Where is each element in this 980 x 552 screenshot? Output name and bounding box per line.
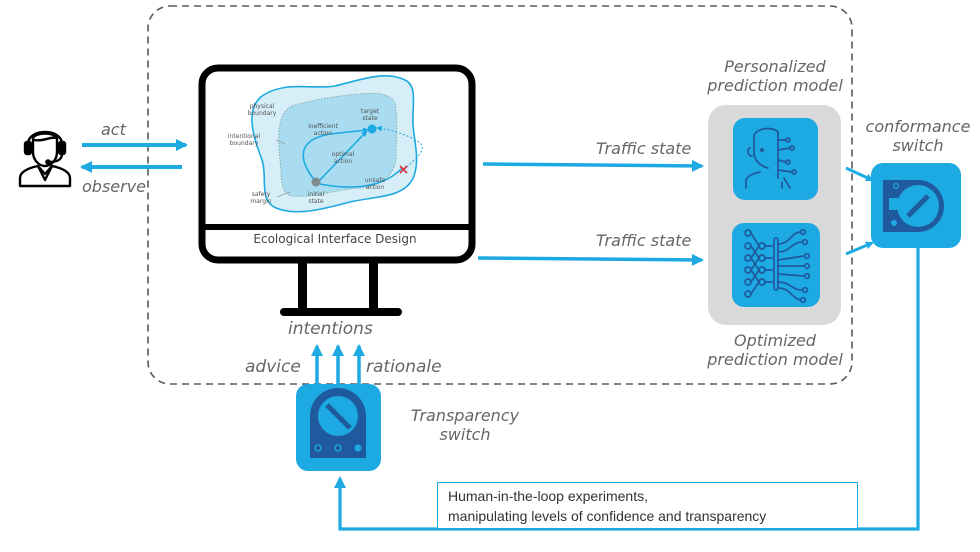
traffic-state-label-bottom: Traffic state [596,231,692,250]
intentions-label: intentions [288,319,373,339]
system-boundary [147,5,853,385]
observe-label: observe [82,177,147,196]
initial-state-marker [311,177,321,187]
experiment-note-line1: Human-in-the-loop experiments, [448,488,648,504]
rotary-switch-icon [310,388,366,458]
personalized-model-tile [733,118,818,200]
target-state-marker [367,124,377,134]
personalized-model-label: Personalized prediction model [700,57,850,95]
personalized-model-label-line2: prediction model [707,76,843,96]
conformance-switch-label: conformance switch [860,117,976,155]
act-label: act [101,120,126,139]
operator-headset-icon [18,130,72,188]
personalized-to-switch-arrow [845,166,874,182]
optimized-model-label-line2: prediction model [707,350,843,370]
traffic-state-arrow-top [482,159,704,172]
experiment-note: Human-in-the-loop experiments, manipulat… [437,482,858,528]
personalized-model-label-line1: Personalized [724,57,826,76]
transparency-switch-label: Transparency switch [405,406,525,444]
transparency-switch-label-line1: Transparency [410,406,520,425]
human-ai-face-icon [745,127,797,189]
optimized-model-tile [732,223,820,307]
optimized-model-label: Optimized prediction model [700,331,850,369]
unsafe-action-path [319,167,403,188]
feedback-loop-line [334,248,920,531]
traffic-state-arrow-bottom [477,253,704,266]
inefficient-action-path [302,127,369,183]
rationale-label: rationale [366,357,442,377]
transparency-switch-tile[interactable] [296,384,381,471]
conformance-switch-tile[interactable] [871,163,961,248]
unsafe-cross-icon [399,165,408,174]
conformance-switch-label-line2: switch [892,136,944,156]
transparency-switch-label-line2: switch [439,425,491,445]
experiment-note-line2: manipulating levels of confidence and tr… [448,508,767,524]
optimal-action-path [317,130,368,183]
rotary-switch-icon [883,180,944,232]
optimized-model-label-line1: Optimized [734,331,816,350]
monitor-caption: Ecological Interface Design [253,232,417,246]
advice-label: advice [245,357,301,377]
optimized-to-switch-arrow [845,241,874,256]
conformance-switch-label-line1: conformance [865,117,971,136]
traffic-state-label-top: Traffic state [596,139,692,158]
neural-circuit-icon [744,228,811,304]
